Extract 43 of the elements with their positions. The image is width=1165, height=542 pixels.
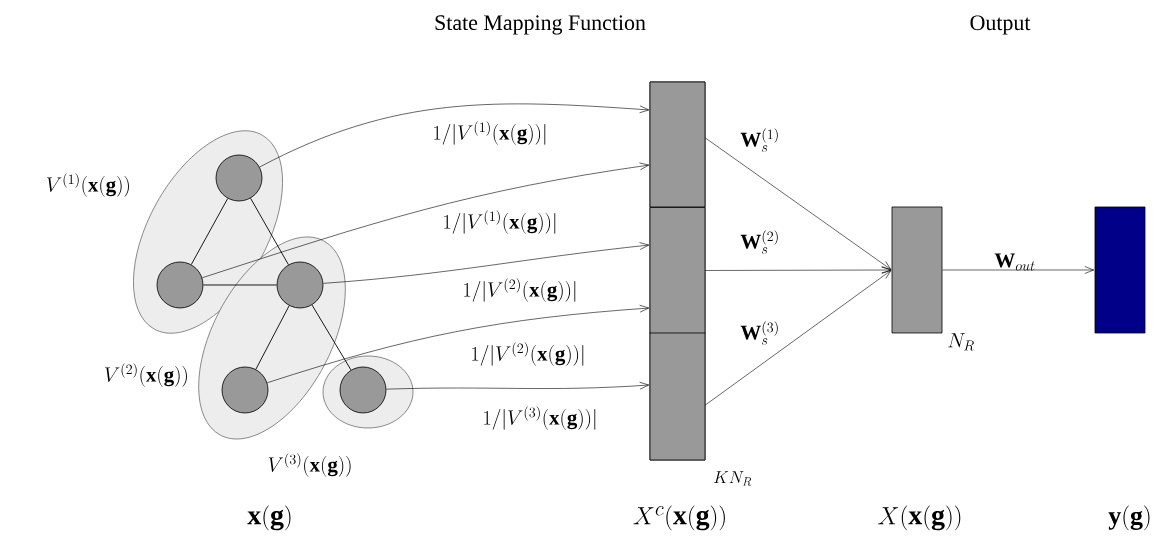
column-heading: State Mapping Function — [435, 15, 646, 35]
cell-box — [649, 207, 706, 334]
arrow — [386, 381, 650, 390]
connector-line — [202, 284, 278, 286]
connector-line — [255, 305, 290, 370]
column-heading: Output — [970, 15, 1031, 35]
arrow — [259, 103, 650, 168]
arrow — [266, 304, 650, 384]
edge-label: $1/|V^{(1)}(\mathbf{x}(\mathbf{g}))|$ — [444, 210, 556, 234]
edge-label: $1/|V^{(3)}(\mathbf{x}(\mathbf{g}))|$ — [484, 406, 596, 430]
set-label: $V^{(2)}(\mathbf{x}(\mathbf{g}))$ — [105, 363, 187, 387]
connector-line — [311, 304, 352, 371]
arrow — [323, 242, 650, 284]
size-label: $N_R$ — [948, 333, 974, 351]
edge-label: $\mathbf{W}_s^{(3)}$ — [740, 321, 778, 345]
set-label: $V^{(3)}(\mathbf{x}(\mathbf{g}))$ — [268, 453, 351, 477]
edge-label: $\mathbf{W}_s^{(1)}$ — [740, 128, 778, 152]
axis-caption: $\mathbf{y}(\mathbf{g})$ — [1108, 505, 1150, 531]
edge-label: $1/|V^{(1)}(\mathbf{x}(\mathbf{g}))|$ — [434, 121, 546, 145]
vertex-circle — [339, 366, 387, 414]
cell-box — [649, 81, 706, 208]
edge-label: $\mathbf{W}_s^{(2)}$ — [740, 230, 778, 254]
cell-box — [1094, 206, 1146, 334]
connector-line — [250, 197, 289, 266]
arrow — [705, 270, 892, 406]
size-label: $KN_R$ — [714, 471, 752, 486]
axis-caption: $\mathbf{x}(\mathbf{g})$ — [247, 505, 291, 531]
vertex-circle — [156, 261, 204, 309]
edge-label: $1/|V^{(2)}(\mathbf{x}(\mathbf{g}))|$ — [472, 342, 584, 366]
vertex-circle — [215, 154, 263, 202]
arrow — [705, 266, 892, 274]
arrow — [201, 162, 650, 279]
cell-box — [649, 332, 706, 461]
set-label: $V^{(1)}(\mathbf{x}(\mathbf{g}))$ — [47, 173, 129, 197]
axis-caption: $X^{c}(\mathbf{x}(\mathbf{g}))$ — [633, 505, 725, 531]
axis-caption: $X(\mathbf{x}(\mathbf{g}))$ — [878, 505, 961, 531]
edge-label: $1/|V^{(2)}(\mathbf{x}(\mathbf{g}))|$ — [464, 278, 576, 302]
vertex-circle — [276, 261, 324, 309]
connector-line — [190, 198, 229, 265]
vertex-circle — [221, 366, 269, 414]
arrow — [942, 266, 1095, 274]
arrow — [705, 137, 892, 270]
edge-label: $\mathbf{W}_{out}$ — [994, 253, 1035, 271]
